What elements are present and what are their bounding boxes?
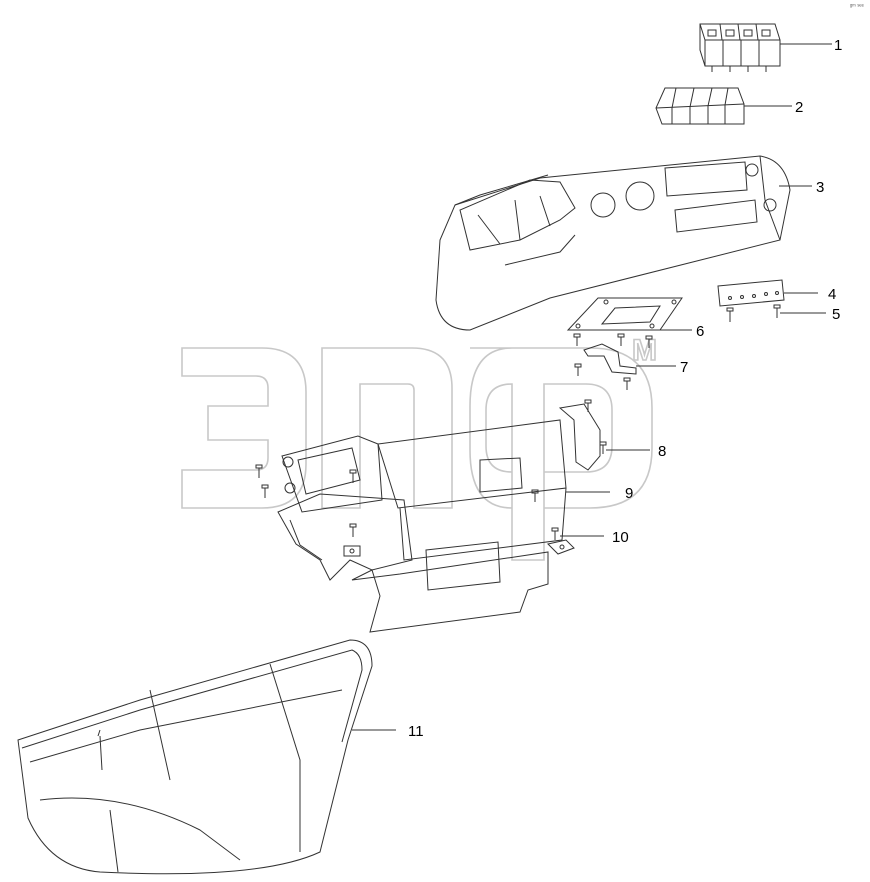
callout-1: 1 [834, 37, 842, 54]
part-3-console-panel [435, 155, 812, 331]
callout-7: 7 [680, 359, 688, 376]
part-10-screw [547, 527, 604, 555]
callout-5: 5 [832, 306, 840, 323]
callout-6: 6 [696, 323, 704, 340]
watermark-trademark: M [632, 334, 657, 367]
callout-9: 9 [625, 485, 633, 502]
corner-mark: ᵍᵐ ˢᵉᵉ [850, 4, 865, 10]
callout-10: 10 [612, 529, 629, 546]
part-11-tray [17, 639, 396, 875]
part-5-screws [726, 304, 826, 322]
callout-4: 4 [828, 286, 836, 303]
callout-2: 2 [795, 99, 803, 116]
watermark-logo: M [181, 333, 658, 561]
part-7-bracket [574, 343, 676, 390]
callout-labels: 1 2 3 4 5 6 7 8 9 10 11 [408, 37, 842, 740]
part-8-side-bracket [558, 399, 650, 471]
callout-3: 3 [816, 179, 824, 196]
part-1-switch-block [699, 23, 832, 72]
part-2-switch-block [655, 87, 792, 125]
part-9-frame [255, 419, 610, 633]
part-6-mounting-plate [566, 297, 692, 348]
part-4-bracket [717, 279, 818, 307]
callout-8: 8 [658, 443, 666, 460]
callout-11: 11 [408, 723, 424, 740]
